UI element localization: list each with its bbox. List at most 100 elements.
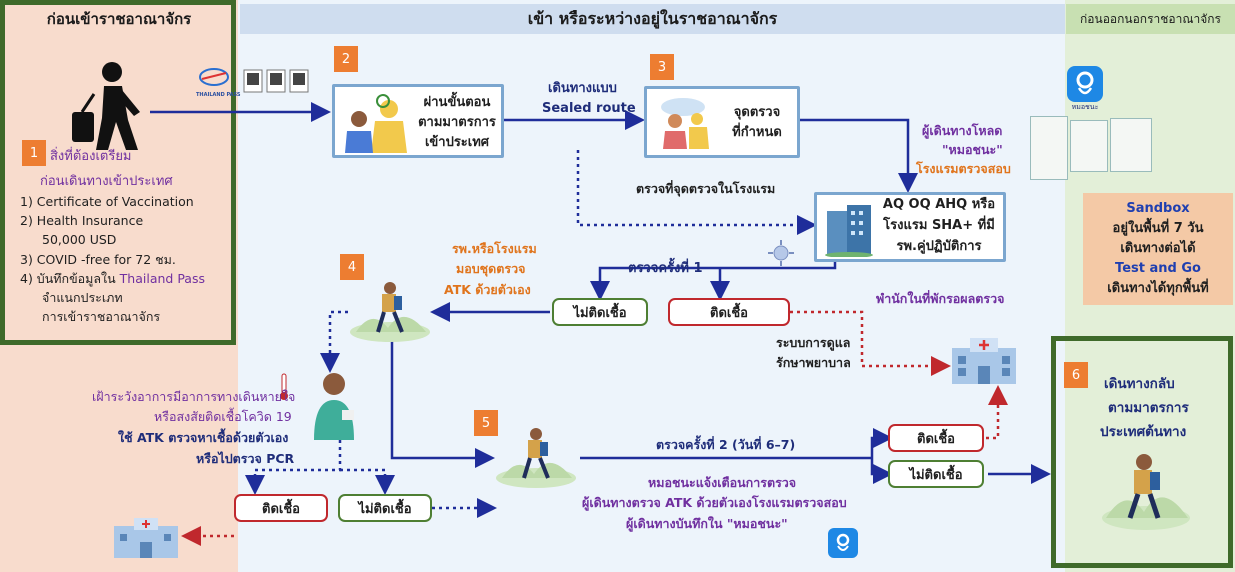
negative-pill-3: ไม่ติดเชื้อ: [888, 460, 984, 488]
checkpoint-box: จุดตรวจ ที่กำหนด: [644, 86, 800, 158]
hiker-icon: [350, 282, 430, 342]
arrow-to-check2: [390, 338, 495, 468]
notify-l3: ผู้เดินทางบันทึกใน "หมอชนะ": [626, 516, 788, 531]
qr-code-icon: [243, 69, 309, 93]
hotel-l1: AQ OQ AHQ หรือ: [882, 197, 996, 212]
atk-kit-l2: มอบชุดตรวจ: [456, 261, 526, 276]
sandbox-l5: เดินทางได้ทุกพื้นที่: [1107, 281, 1209, 296]
prep-item-2: 2) Health Insurance: [20, 213, 144, 228]
test-station-icon: [661, 98, 709, 149]
return-frame: [1051, 336, 1233, 568]
atk-kit-l3: ATK ด้วยตัวเอง: [444, 282, 531, 297]
mohchana-icon-label: หมอชนะ: [1071, 103, 1099, 111]
arrow-hotel-check: [576, 150, 817, 235]
arrow-pos-hospital: [790, 310, 951, 376]
prep-item-1: 1) Certificate of Vaccination: [20, 194, 194, 209]
return-l3: ประเทศต้นทาง: [1100, 424, 1187, 440]
checkpoint-l1: จุดตรวจ: [733, 105, 781, 120]
prep-item-3: 3) COVID -free for 72 ชม.: [20, 252, 176, 267]
symptom-l2: หรือสงสัยติดเชื้อโควิด 19: [154, 409, 292, 424]
step-6-badge: 6: [1064, 362, 1088, 388]
step-5-badge: 5: [474, 410, 498, 436]
notify-l1: หมอชนะแจ้งเตือนการตรวจ: [648, 475, 797, 490]
prep-item-2b: 50,000 USD: [42, 232, 117, 247]
hotel-l2: โรงแรม SHA+ ที่มี: [883, 218, 995, 233]
traveler-suitcase-icon: [72, 62, 140, 150]
arrow-check2-pos: [870, 428, 893, 458]
prep-item-4: 4) บันทึกข้อมูลใน Thailand Pass: [20, 271, 205, 286]
entry-measures-l2: ตามมาตรการ: [418, 115, 496, 130]
care-l2: รักษาพยาบาล: [776, 355, 851, 370]
checkpoint-l2: ที่กำหนด: [732, 125, 782, 140]
sandbox-l3: เดินทางต่อได้: [1120, 241, 1196, 256]
prep-frame: [0, 0, 236, 345]
header-before-entry: ก่อนเข้าราชอาณาจักร: [46, 10, 192, 28]
hotel-l3: รพ.คู่ปฏิบัติการ: [896, 239, 982, 254]
positive-pill-1: ติดเชื้อ: [668, 298, 790, 326]
arrow-check2-neg: [870, 458, 893, 484]
thailand-pass-logo: THAILAND PASS: [196, 66, 241, 98]
thailand-pass-logo-text: THAILAND PASS: [196, 92, 241, 98]
negative-pill-2: ไม่ติดเชื้อ: [338, 494, 432, 522]
arrow-pos-hospital3: [986, 385, 1008, 440]
health-worker-icon: [345, 94, 407, 153]
prep-title-2: ก่อนเดินทางเข้าประเทศ: [40, 174, 173, 189]
hospital-icon: [952, 338, 1016, 384]
entry-measures-l3: เข้าประเทศ: [424, 135, 490, 150]
hiker-icon-2: [496, 428, 576, 488]
sealed-route-l1: เดินทางแบบ: [548, 81, 617, 96]
return-l2: ตามมาตรการ: [1108, 400, 1189, 416]
stay-label: พำนักในที่พักรอผลตรวจ: [876, 291, 1005, 306]
atk-kit-l1: รพ.หรือโรงแรม: [452, 241, 537, 256]
sandbox-l4: Test and Go: [1115, 261, 1201, 276]
prep-item-4b: จำแนกประเภท: [42, 290, 123, 305]
symptom-l1: เฝ้าระวังอาการมีอาการทางเดินหายใจ: [92, 389, 296, 404]
prep-item-4c: การเข้าราชอาณาจักร: [42, 309, 161, 324]
negative-pill-1: ไม่ติดเชื้อ: [552, 298, 648, 326]
thailand-pass-highlight: Thailand Pass: [119, 271, 205, 286]
arrow-symptom-neg: [340, 468, 395, 495]
hospital-icon-small: [114, 518, 178, 558]
mohchana-note-l2: "หมอชนะ": [942, 142, 1003, 157]
mohchana-note-l1: ผู้เดินทางโหลด: [922, 123, 1003, 138]
mohchana-note-l3: โรงแรมตรวจสอบ: [916, 161, 1011, 176]
mohchana-app-icon: หมอชนะ: [1067, 66, 1107, 111]
check2-label: ตรวจครั้งที่ 2 (วันที่ 6–7): [656, 437, 796, 452]
sealed-route-l2: Sealed route: [542, 101, 636, 116]
sandbox-box: Sandbox อยู่ในพื้นที่ 7 วัน เดินทางต่อได…: [1083, 193, 1233, 305]
symptom-l3: ใช้ ATK ตรวจหาเชื้อด้วยตัวเอง: [118, 430, 289, 445]
step-2-badge: 2: [334, 46, 358, 72]
check1-label: ตรวจครั้งที่ 1: [628, 261, 703, 276]
notify-l2: ผู้เดินทางตรวจ ATK ด้วยตัวเองโรงแรมตรวจส…: [582, 495, 847, 510]
hotel-box: AQ OQ AHQ หรือ โรงแรม SHA+ ที่มี รพ.คู่ป…: [814, 192, 1006, 262]
hotel-check-label: ตรวจที่จุดตรวจในโรงแรม: [636, 181, 776, 196]
virus-icon: [768, 240, 794, 266]
step-3-badge: 3: [650, 54, 674, 80]
hotel-icon: [825, 205, 873, 257]
step-4-badge: 4: [340, 254, 364, 280]
entry-measures-box: ผ่านขั้นตอน ตามมาตรการ เข้าประเทศ: [332, 84, 504, 158]
sandbox-l1: Sandbox: [1126, 201, 1190, 216]
mohchana-screen-2: [1070, 120, 1108, 172]
header-before-exit: ก่อนออกนอกราชอาณาจักร: [1066, 4, 1235, 34]
care-l1: ระบบการดูแล: [776, 335, 851, 350]
sick-person-icon: [314, 373, 354, 440]
return-l1: เดินทางกลับ: [1104, 376, 1175, 392]
thermometer-icon: [280, 373, 288, 400]
hiker-icon-3: [1102, 454, 1190, 530]
positive-pill-3: ติดเชื้อ: [888, 424, 984, 452]
symptom-l4: หรือไปตรวจ PCR: [196, 451, 295, 466]
arrow-symptom-pos: [245, 440, 342, 495]
mohchana-icon-small: [828, 528, 858, 558]
mohchana-screen-1: [1030, 116, 1068, 180]
arrow-check1-neg: [590, 262, 837, 301]
mohchana-screen-3: [1110, 118, 1152, 172]
sandbox-l2: อยู่ในพื้นที่ 7 วัน: [1112, 221, 1204, 236]
positive-pill-2: ติดเชื้อ: [234, 494, 328, 522]
prep-title-1: สิ่งที่ต้องเตรียม: [50, 149, 132, 164]
entry-measures-l1: ผ่านขั้นตอน: [423, 95, 491, 110]
step-1-badge: 1: [22, 140, 46, 166]
arrow-to-hotel: [798, 118, 918, 193]
